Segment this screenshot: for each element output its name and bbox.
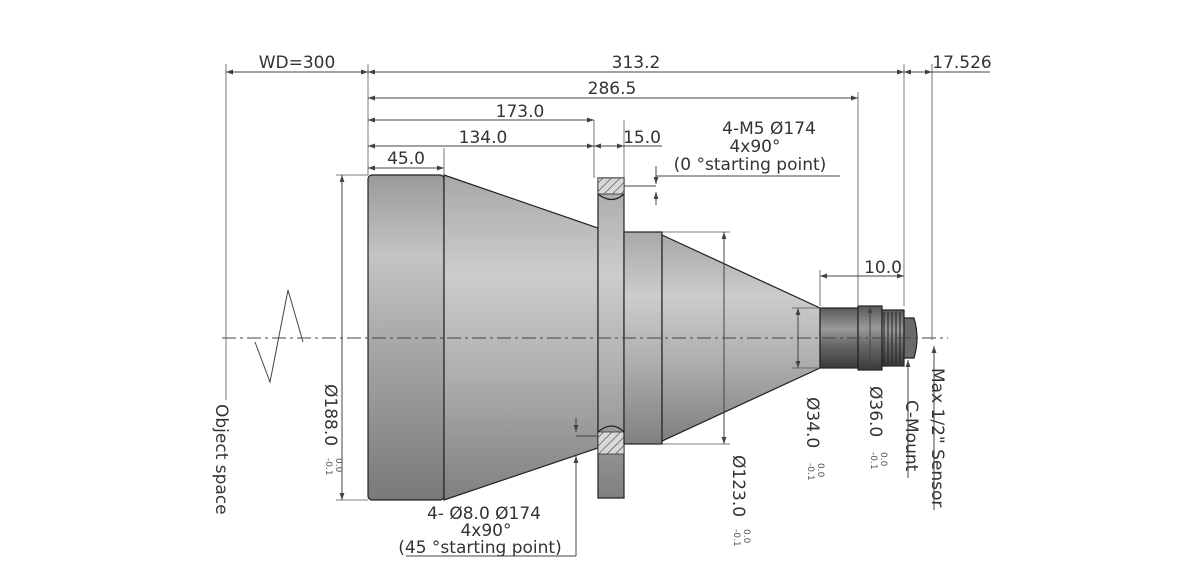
dim-15: 15.0 xyxy=(623,128,661,148)
note-bottom-hole-start: (45 °starting point) xyxy=(398,538,561,558)
dim-dia34: Ø34.0 xyxy=(802,397,822,448)
dim-45: 45.0 xyxy=(387,149,425,169)
dim-dia188: Ø188.0 xyxy=(320,384,340,446)
break-symbol xyxy=(254,289,304,384)
horizontal-dimensions xyxy=(226,69,990,279)
dim-wd: WD=300 xyxy=(259,53,336,73)
flange-hole-bottom xyxy=(597,431,625,455)
dim-dia36: Ø36.0 xyxy=(865,386,885,437)
dim-dia188-tol-lower: -0.1 xyxy=(323,458,333,476)
note-bottom-hole-spec: 4- Ø8.0 Ø174 xyxy=(427,504,541,524)
label-sensor: Max 1/2" Sensor xyxy=(927,368,947,507)
dim-dia123-tol-upper: 0.0 xyxy=(741,529,751,544)
dim-dia123: Ø123.0 xyxy=(728,455,748,517)
vertical-dimensions xyxy=(339,175,873,500)
lens-body xyxy=(367,174,918,501)
dim-286: 286.5 xyxy=(588,79,637,99)
label-c-mount: C-Mount xyxy=(901,400,921,472)
dim-dia123-tol-lower: -0.1 xyxy=(731,529,741,547)
dim-dia188-tol-upper: 0.0 xyxy=(333,458,343,473)
leader-lines xyxy=(406,166,937,557)
dim-17: 17.526 xyxy=(932,53,991,73)
note-top-hole-start: (0 °starting point) xyxy=(674,155,827,175)
dim-134: 134.0 xyxy=(459,128,508,148)
flange-hole-top xyxy=(597,177,625,195)
dim-dia36-tol-upper: 0.0 xyxy=(878,452,888,467)
dim-313: 313.2 xyxy=(612,53,661,73)
dim-dia34-tol-upper: 0.0 xyxy=(815,463,825,478)
dim-dia34-tol-lower: -0.1 xyxy=(805,463,815,481)
note-top-hole-angle: 4x90° xyxy=(729,137,780,157)
note-top-hole-spec: 4-M5 Ø174 xyxy=(722,119,816,139)
dim-10: 10.0 xyxy=(864,258,902,278)
label-object-space: Object space xyxy=(211,404,231,515)
note-bottom-hole-angle: 4x90° xyxy=(460,521,511,541)
dim-dia36-tol-lower: -0.1 xyxy=(868,452,878,470)
extension-lines xyxy=(225,64,933,501)
dim-173: 173.0 xyxy=(496,102,545,122)
